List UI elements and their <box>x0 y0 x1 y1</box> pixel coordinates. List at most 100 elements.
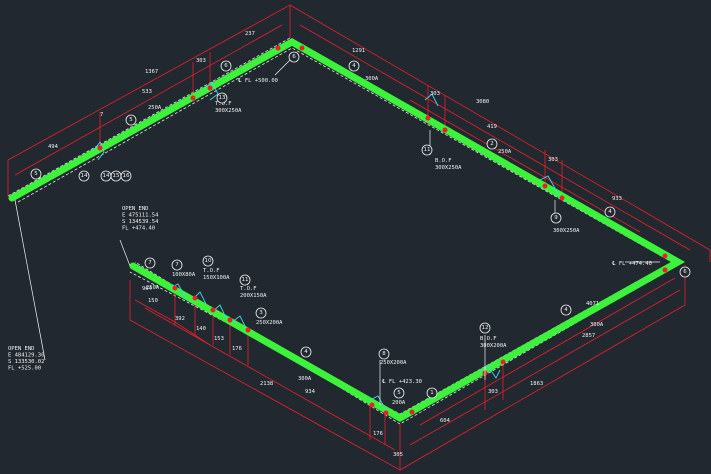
fitting-label-line: T.O.F <box>203 268 220 274</box>
dimension-value: 2138 <box>260 381 273 387</box>
elevation-label: ℄ FL +500.00 <box>237 78 278 84</box>
fitting-label-line: 200X150A <box>240 293 267 299</box>
dimension-value: 303 <box>430 91 440 97</box>
balloon-number: 5 <box>34 171 38 177</box>
balloon-number: 6 <box>224 63 228 69</box>
balloon-number: 9 <box>554 215 558 221</box>
item-balloon: 1 <box>426 387 438 399</box>
balloon-number: 14 <box>81 173 88 179</box>
fitting-label-reducer: 300X250A <box>553 228 580 234</box>
item-balloon: 5 <box>393 387 405 399</box>
fitting-label-line: T.O.F <box>240 286 257 292</box>
dimension-lines <box>7 4 711 471</box>
fitting-label-line: 300X250A <box>215 108 242 114</box>
dimension-value: 533 <box>142 89 152 95</box>
dimension-value: 1367 <box>145 69 158 75</box>
fitting-label-line: 300X200A <box>480 343 507 349</box>
balloon-number: 6 <box>292 54 296 60</box>
dimension-value: 1863 <box>530 381 543 387</box>
dimension-value: 176 <box>373 431 383 437</box>
dimension-value: 3080 <box>476 99 489 105</box>
item-balloon: 4 <box>604 206 616 218</box>
item-balloon: 12 <box>479 322 491 334</box>
pipe-size-label: 250A <box>498 149 512 155</box>
balloon-number: 11 <box>242 277 249 283</box>
fitting-label-line: B.O.F <box>435 158 452 164</box>
item-balloon: 7 <box>144 257 156 269</box>
dimension-value: 303 <box>548 157 558 163</box>
item-balloon: 11 <box>421 144 433 156</box>
dimension-value: 153 <box>214 336 224 342</box>
open-end-note: OPEN END E 475111.54 S 134539.54 FL +474… <box>122 206 162 232</box>
item-balloon: 4 <box>300 346 312 358</box>
balloon-number: 12 <box>482 325 489 331</box>
elevation-labels: ℄ FL +500.00 ℄ FL +474.40 ℄ FL +423.30 <box>237 78 652 385</box>
balloon-number: 10 <box>205 258 212 264</box>
item-balloon: 6 <box>288 51 300 63</box>
item-balloon: 2 <box>486 138 498 150</box>
fitting-label-tof: T.O.F 300X250A <box>215 101 242 114</box>
dimension-value: 7 <box>100 112 103 118</box>
open-end-line: S 133530.02 <box>8 359 44 365</box>
balloon-number: 3 <box>259 310 263 316</box>
pipe-run <box>8 37 686 423</box>
elevation-label: ℄ FL +423.30 <box>381 379 422 385</box>
item-balloon: 14 <box>100 170 112 182</box>
item-balloon: 11 <box>239 274 251 286</box>
fitting-label-line: 300X250A <box>435 165 462 171</box>
dimension-value: 176 <box>232 346 242 352</box>
fitting-label-reducer: 250X200A <box>256 320 283 326</box>
pipe-size-label: 200A <box>392 400 406 406</box>
open-end-line: OPEN END <box>122 206 149 212</box>
balloon-number: 8 <box>382 351 386 357</box>
dimension-value: 1291 <box>352 48 365 54</box>
dimension-value: 604 <box>440 418 451 424</box>
pipe-size-label: 250A <box>146 285 160 291</box>
elevation-label: ℄ FL +474.40 <box>611 261 652 267</box>
item-balloon: 9 <box>550 212 562 224</box>
item-balloon: 4 <box>348 60 360 72</box>
item-balloon: 16 <box>120 170 132 182</box>
pipe-outline <box>7 37 683 425</box>
balloon-number: 14 <box>103 173 110 179</box>
dimension-value: 934 <box>305 389 316 395</box>
dimension-value: 237 <box>245 31 255 37</box>
balloon-number: 15 <box>113 173 120 179</box>
balloon-number: 4 <box>352 63 356 69</box>
open-end-notes: OPEN END E 475111.54 S 134539.54 FL +474… <box>8 206 162 372</box>
dimension-value: 964 <box>142 286 153 292</box>
open-end-line: FL +525.00 <box>8 366 41 372</box>
fitting-label-line: T.O.F <box>215 101 232 107</box>
balloon-number: 4 <box>304 349 308 355</box>
item-balloon: 5 <box>125 114 137 126</box>
open-end-line: E 484129.30 <box>8 353 44 359</box>
item-balloon: 4 <box>560 304 572 316</box>
fitting-label-bof: B.O.F 300X200A <box>480 336 507 349</box>
balloon-number: 7 <box>175 262 179 268</box>
dimension-value: 140 <box>196 326 206 332</box>
item-balloons: 5 14 14 15 16 5 13 6 6 4 11 2 9 4 6 7 7 … <box>30 51 691 399</box>
item-balloon: 15 <box>110 170 122 182</box>
item-balloon: 6 <box>220 60 232 72</box>
open-end-line: OPEN END <box>8 346 35 352</box>
dimension-value: 933 <box>612 196 622 202</box>
open-end-line: S 134539.54 <box>122 219 159 225</box>
dimension-values: 494 1367 533 303 237 1291 303 3080 419 3… <box>48 31 622 458</box>
fitting-label-reducer: 100X80A <box>172 272 196 278</box>
fitting-label-line: B.O.F <box>480 336 497 342</box>
item-balloon: 5 <box>30 168 42 180</box>
balloon-number: 6 <box>683 269 687 275</box>
pipe-size-labels: 250A 300A 250A 300A 250A 300A 200A <box>146 76 604 406</box>
open-end-line: FL +474.40 <box>122 226 155 232</box>
weld-points <box>97 45 668 416</box>
balloon-number: 5 <box>129 117 133 123</box>
pipe-size-label: 300A <box>298 376 312 382</box>
fitting-label-line: 150X100A <box>203 275 230 281</box>
balloon-number: 4 <box>608 209 612 215</box>
fitting-symbols <box>93 81 561 411</box>
fitting-label-bof: B.O.F 300X250A <box>435 158 462 171</box>
fitting-annotations: T.O.F 300X250A B.O.F 300X250A 300X250A 1… <box>172 101 580 366</box>
balloon-number: 13 <box>219 95 226 101</box>
dimension-value: 150 <box>148 298 158 304</box>
